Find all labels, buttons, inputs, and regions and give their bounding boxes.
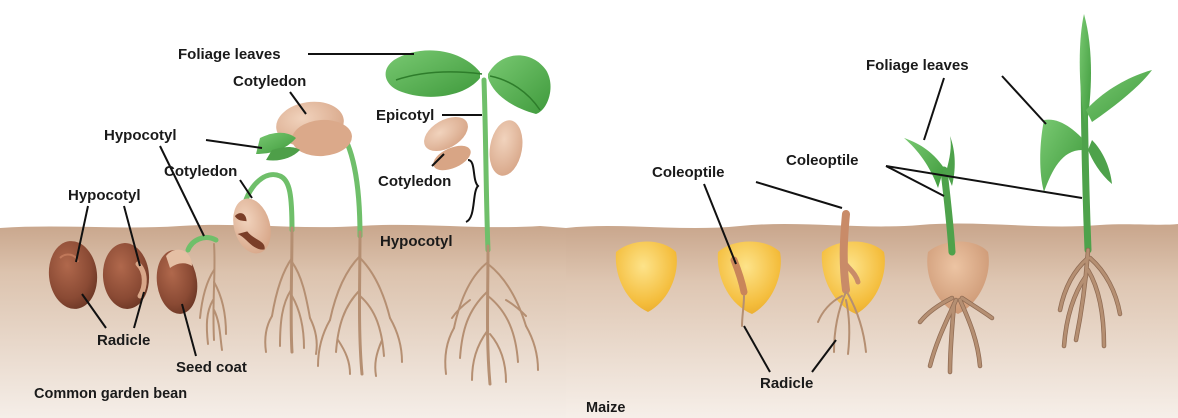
leader-hypocotyl-mid-top bbox=[206, 140, 262, 148]
label-hypocotyl-right: Hypocotyl bbox=[380, 233, 453, 250]
label-epicotyl: Epicotyl bbox=[376, 107, 434, 124]
leader-coleoptile-left-b bbox=[756, 182, 842, 208]
label-coleoptile-left: Coleoptile bbox=[652, 164, 725, 181]
label-foliage-leaves-bean: Foliage leaves bbox=[178, 46, 281, 63]
label-foliage-leaves-maize: Foliage leaves bbox=[866, 57, 969, 74]
label-cotyledon-top: Cotyledon bbox=[233, 73, 306, 90]
caption-maize: Maize bbox=[586, 400, 626, 416]
label-cotyledon-mid: Cotyledon bbox=[164, 163, 237, 180]
label-radicle-maize: Radicle bbox=[760, 375, 813, 392]
caption-bean: Common garden bean bbox=[34, 386, 187, 402]
label-cotyledon-right: Cotyledon bbox=[378, 173, 451, 190]
label-seed-coat: Seed coat bbox=[176, 359, 247, 376]
leader-foliage-maize-b bbox=[1002, 76, 1046, 124]
label-hypocotyl-left: Hypocotyl bbox=[68, 187, 141, 204]
label-radicle-bean: Radicle bbox=[97, 332, 150, 349]
leader-foliage-maize-a bbox=[924, 78, 944, 140]
label-hypocotyl-mid: Hypocotyl bbox=[104, 127, 177, 144]
leader-hypocotyl-mid bbox=[160, 146, 204, 236]
bracket-hypocotyl bbox=[466, 160, 478, 222]
label-coleoptile-right: Coleoptile bbox=[786, 152, 859, 169]
